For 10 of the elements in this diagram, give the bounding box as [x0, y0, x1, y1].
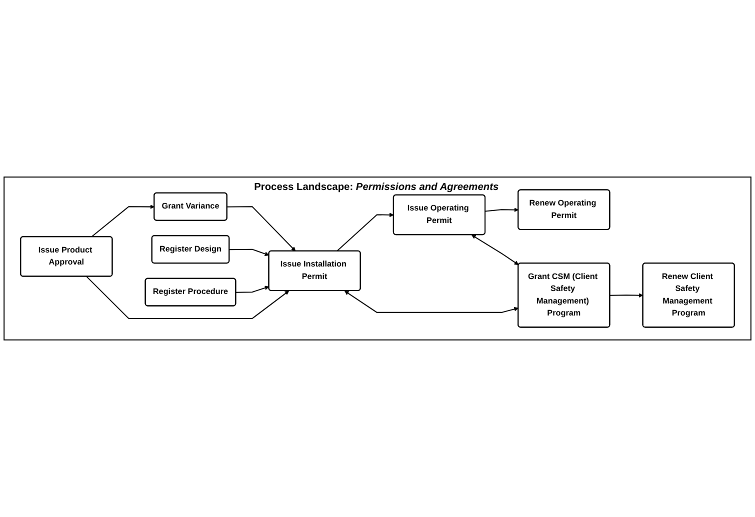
arrow [485, 208, 519, 212]
arrow [227, 206, 296, 252]
arrow [86, 276, 290, 320]
arrow [610, 293, 644, 298]
arrow [236, 286, 270, 293]
arrow [91, 204, 155, 238]
arrow [336, 212, 394, 252]
arrow [344, 290, 519, 313]
arrow [229, 248, 270, 256]
arrow [471, 234, 519, 266]
